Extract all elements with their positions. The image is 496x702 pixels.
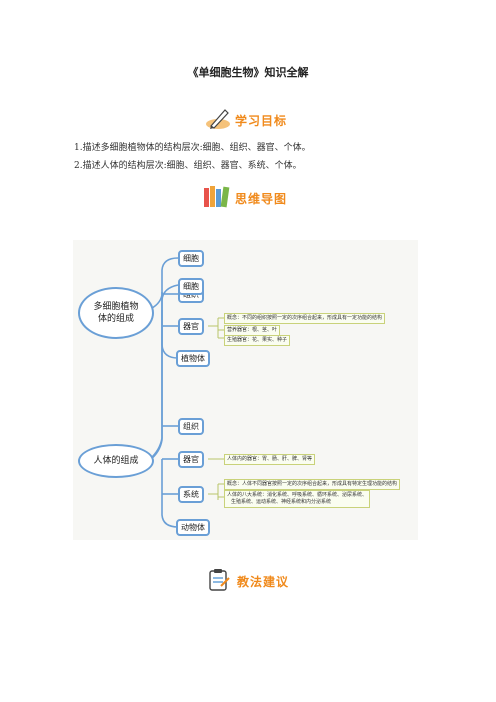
mindmap-banner: 思维导图 — [203, 186, 295, 209]
teaching-banner: 教法建议 — [207, 569, 297, 592]
mindmap-banner-text: 思维导图 — [235, 192, 288, 206]
plant-node-organ: 器官 — [178, 318, 204, 335]
goal-item: 2.描述人体的结构层次:细胞、组织、器官、系统、个体。 — [74, 161, 302, 171]
plant-node-cell: 细胞 — [178, 250, 204, 267]
plant-root-bubble: 多细胞植物体的组成 — [78, 287, 154, 339]
plant-note-concept: 概念：不同的组织按照一定的次序组合起来，形成具有一定功能的结构 — [224, 313, 386, 324]
plant-root-label: 多细胞植物体的组成 — [93, 302, 139, 324]
human-root-bubble: 人体的组成 — [78, 444, 154, 478]
human-note-systems: 人体的八大系统：消化系统、呼吸系统、循环系统、泌尿系统、 生殖系统、运动系统、神… — [224, 490, 371, 508]
books-icon — [204, 186, 230, 208]
goal-item: 1.描述多细胞植物体的结构层次:细胞、组织、器官、个体。 — [74, 143, 311, 153]
document-title: 《单细胞生物》知识全解 — [187, 66, 309, 79]
goals-banner-text: 学习目标 — [235, 114, 288, 128]
human-root-label: 人体的组成 — [93, 456, 139, 466]
human-note-organs: 人体内的器官：胃、肠、肝、脾、肾等 — [224, 454, 316, 465]
human-note-concept: 概念：人体不同器官按照一定的次序组合起来，形成具有特定生理功能的结构 — [224, 479, 401, 490]
human-node-system: 系统 — [178, 486, 204, 503]
human-node-organ: 器官 — [178, 451, 204, 468]
clipboard-icon — [209, 569, 230, 591]
goals-banner: 学习目标 — [205, 108, 295, 130]
human-node-animal: 动物体 — [176, 519, 210, 536]
human-note-systems-line2: 生殖系统、运动系统、神经系统和内分泌系统 — [231, 499, 332, 505]
human-note-systems-line1: 人体的八大系统：消化系统、呼吸系统、循环系统、泌尿系统、 — [227, 492, 368, 498]
plant-node-plant: 植物体 — [176, 350, 210, 367]
human-node-cell: 细胞 — [178, 278, 204, 295]
teaching-banner-text: 教法建议 — [237, 575, 290, 589]
human-node-tissue: 组织 — [178, 418, 204, 435]
plant-note-reproductive: 生殖器官：花、果实、种子 — [224, 335, 291, 346]
pen-icon — [206, 109, 230, 129]
